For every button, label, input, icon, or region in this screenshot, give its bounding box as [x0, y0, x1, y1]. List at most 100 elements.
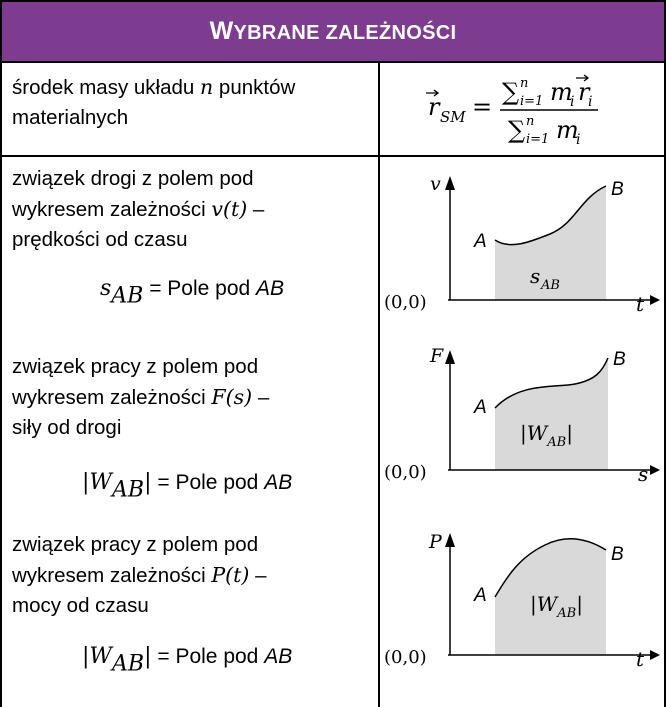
denominator-sum-sup: n [526, 114, 534, 129]
row3-eq-lhs: |W [82, 470, 113, 495]
title-rest: YBRANE ZALEŻNOŚCI [233, 21, 457, 44]
row3-eq-rhs: = Pole pod [157, 471, 265, 494]
row4-line2: wykresem zależności [12, 564, 206, 587]
denominator-m-sub: i [576, 132, 580, 148]
graph-p-t: P t (0,0) A B |WAB| [384, 531, 660, 671]
row2-equation: sAB = Pole pod AB [100, 276, 284, 309]
title-first-letter: W [209, 16, 234, 45]
graph-p-t-y-label: P [428, 531, 443, 553]
row2-dash: – [247, 198, 265, 221]
row2-line2: wykresem zależności [12, 198, 206, 221]
denominator-sum-sub: i=1 [526, 132, 549, 147]
graph-v-t-area-label: s [530, 264, 540, 288]
row2-line1: związek drogi z polem pod [12, 167, 254, 190]
row1-text-c: materialnych [12, 106, 129, 129]
column-divider [378, 62, 380, 707]
row1-var-n: n [200, 75, 214, 99]
row4-function: P(t) [211, 563, 250, 587]
graph-v-t-area-sub: AB [540, 278, 560, 293]
row2-line3: prędkości od czasu [12, 228, 188, 251]
numerator-sum-sign: ∑ [502, 78, 519, 106]
row3-eq-lhs-sub: AB [112, 477, 145, 503]
row4-eq-ab: AB [264, 645, 293, 668]
denominator-sum-sign: ∑ [508, 116, 525, 144]
formula-equals: = [472, 93, 492, 121]
graph-f-s-y-label: F [429, 345, 444, 367]
graph-f-s-x-arrow [650, 465, 660, 475]
row1-rule [0, 155, 666, 157]
table-header: WYBRANE ZALEŻNOŚCI [1, 1, 665, 61]
formula-lhs-sub: SM [440, 108, 466, 126]
formula-lhs-r: r [428, 93, 441, 121]
row3-description: związek pracy z polem pod wykresem zależ… [12, 352, 372, 443]
table-title: WYBRANE ZALEŻNOŚCI [210, 17, 457, 46]
row4-dash: – [249, 564, 267, 587]
graph-f-s-point-b: B [613, 349, 626, 370]
row3-eq-ab: AB [264, 471, 293, 494]
numerator-r: r [578, 78, 591, 106]
row2-eq-ab: AB [256, 277, 285, 300]
graph-p-t-x-arrow [650, 650, 660, 660]
graph-v-t-x-arrow [650, 295, 660, 305]
graph-p-t-curve [494, 537, 607, 598]
row4-eq-lhs-sub: AB [112, 651, 145, 677]
graph-p-t-x-label: t [636, 647, 645, 671]
row2-eq-lhs-sub: AB [111, 283, 144, 309]
numerator-m-sub: i [570, 94, 574, 110]
row4-line1: związek pracy z polem pod [12, 533, 259, 556]
graph-p-t-origin: (0,0) [384, 647, 427, 668]
graph-f-s: F s (0,0) A B |WAB| [384, 345, 660, 486]
row3-dash: – [252, 386, 270, 409]
graph-f-s-curve [494, 357, 609, 409]
row4-eq-rhs: = Pole pod [157, 645, 265, 668]
graph-f-s-origin: (0,0) [384, 462, 427, 483]
graph-v-t-origin: (0,0) [384, 292, 427, 313]
graph-v-t-point-a: A [473, 231, 487, 252]
graph-p-t-area [495, 538, 606, 655]
graph-v-t-area [495, 186, 606, 300]
graph-f-s-area-label: |WAB| [520, 421, 573, 450]
graph-p-t-point-b: B [611, 544, 624, 565]
row4-description: związek pracy z polem pod wykresem zależ… [12, 530, 372, 621]
row1-description: środek masy układu n punktów materialnyc… [12, 72, 372, 133]
row3-line1: związek pracy z polem pod [12, 355, 259, 378]
row3-eq-lhs-end: | [144, 470, 152, 495]
row2-eq-lhs: s [100, 276, 112, 301]
table-border-right [664, 0, 666, 707]
denominator-m: m [556, 116, 579, 144]
graph-f-s-area [495, 358, 608, 470]
table-border-left [0, 0, 2, 707]
row4-eq-lhs: |W [82, 644, 113, 669]
graph-v-t-y-label: v [430, 173, 441, 195]
graph-p-t-area-label: |WAB| [530, 592, 583, 621]
graph-p-t-y-arrow [445, 533, 455, 547]
graph-f-s-point-a: A [473, 397, 487, 418]
graph-v-t-x-label: t [636, 292, 645, 316]
numerator-sum-sup: n [520, 76, 528, 91]
graph-f-s-x-label: s [638, 462, 648, 486]
row2-function: v(t) [211, 197, 248, 221]
graph-v-t-y-arrow [445, 176, 455, 190]
center-of-mass-formula: r SM = ∑ n i=1 m i r i ∑ n i=1 m i [426, 74, 598, 148]
table-border-top [0, 0, 666, 2]
row1-text-a: środek masy układu [12, 76, 195, 99]
row4-line3: mocy od czasu [12, 594, 149, 617]
numerator-sum-sub: i=1 [520, 94, 543, 109]
row3-line3: siły od drogi [12, 416, 122, 439]
row3-line2: wykresem zależności [12, 386, 206, 409]
row2-description: związek drogi z polem pod wykresem zależ… [12, 164, 372, 255]
numerator-r-sub: i [588, 94, 592, 110]
row2-eq-rhs: = Pole pod [149, 277, 257, 300]
row4-eq-lhs-end: | [144, 644, 152, 669]
row4-equation: |WAB| = Pole pod AB [82, 644, 292, 677]
header-rule [0, 61, 666, 63]
row1-text-b: punktów [218, 76, 296, 99]
graph-f-s-y-arrow [445, 350, 455, 364]
graph-p-t-point-a: A [473, 585, 487, 606]
row3-function: F(s) [211, 385, 253, 409]
graph-v-t-curve [494, 185, 607, 246]
row3-equation: |WAB| = Pole pod AB [82, 470, 292, 503]
graph-v-t-point-b: B [611, 179, 624, 200]
graph-v-t: v t (0,0) A B s AB [384, 173, 660, 316]
